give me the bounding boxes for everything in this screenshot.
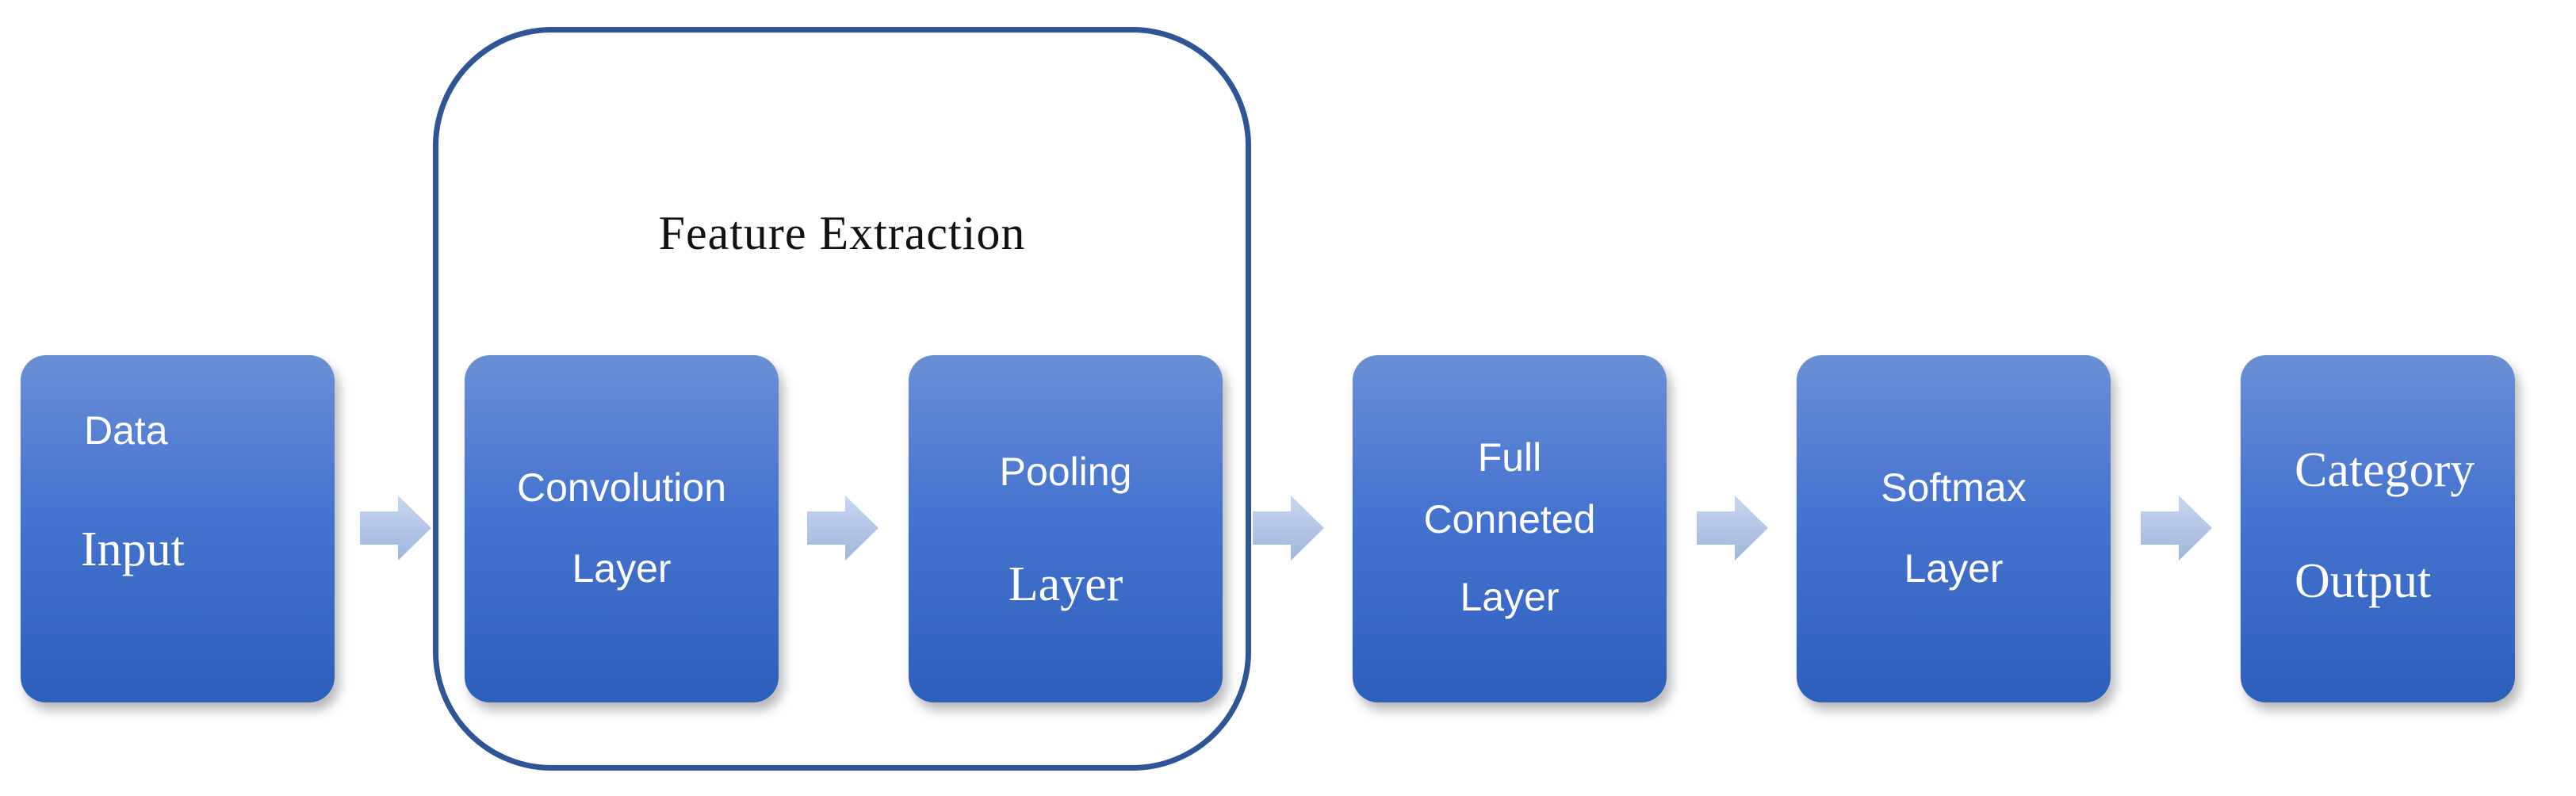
node-convolution-layer: Convolution Layer [465, 355, 779, 702]
node-label-line-2: Layer [1008, 557, 1123, 611]
node-full-connected-layer: Full Conneted Layer [1353, 355, 1667, 702]
node-label-line-2: Output [2295, 554, 2432, 608]
node-label-line-1: Category [2295, 443, 2475, 497]
feature-extraction-title: Feature Extraction [658, 207, 1026, 259]
node-softmax-layer: Softmax Layer [1797, 355, 2111, 702]
arrow-right-icon [807, 496, 878, 561]
node-label-line-2: Input [81, 522, 185, 576]
node-label-line-3: Layer [1460, 575, 1560, 619]
node-category-output: Category Output [2241, 355, 2515, 702]
node-label-line-1: Pooling [999, 450, 1132, 494]
arrow-right-icon [1253, 496, 1324, 561]
node-label-line-1: Data [84, 408, 168, 453]
node-label-line-1: Convolution [516, 465, 727, 510]
feature-extraction-group-frame [433, 27, 1251, 771]
arrow-right-icon [1697, 496, 1768, 561]
node-label-line-2: Layer [1904, 546, 2004, 591]
node-label-line-2: Conneted [1423, 497, 1596, 542]
node-label-line-2: Layer [572, 546, 672, 591]
node-label-line-1: Softmax [1881, 465, 2027, 510]
node-label-line-1: Full [1477, 435, 1542, 480]
node-pooling-layer: Pooling Layer [909, 355, 1223, 702]
node-data-input: Data Input [21, 355, 335, 702]
arrow-right-icon [2141, 496, 2212, 561]
arrow-right-icon [360, 496, 431, 561]
